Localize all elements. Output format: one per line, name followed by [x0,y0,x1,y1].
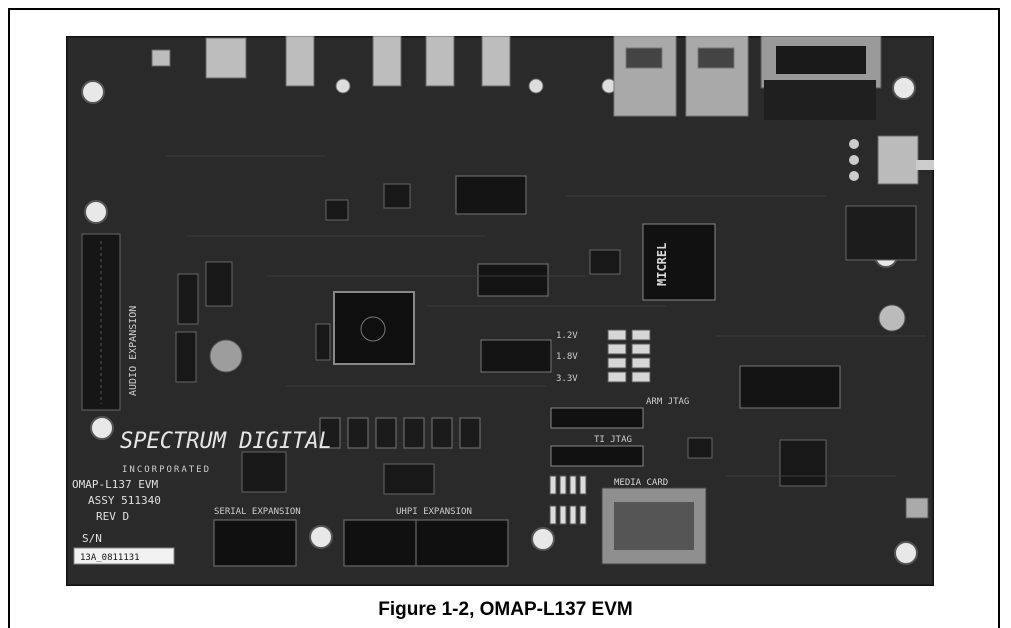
uhpi-expansion-label: UHPI EXPANSION [396,507,472,517]
dip-switches [549,475,587,525]
svg-text:SPECTRUM DIGITAL: SPECTRUM DIGITAL [120,429,332,454]
top-connectors [151,36,617,94]
model-label: OMAP-L137 EVM [72,478,158,491]
misc-ics [175,183,827,495]
figure-frame [8,8,1000,628]
electrolytic-capacitor [209,339,243,373]
v33-label: 3.3V [556,374,578,384]
ethernet-jacks [613,36,749,117]
power-jack [845,205,917,261]
pcb-traces [166,155,926,477]
audio-expansion-connector [81,233,121,411]
serial-expansion-label: SERIAL EXPANSION [214,507,301,517]
rev-label: REV D [96,510,129,523]
memory-chips [455,175,841,409]
mini-usb-connector [905,497,929,519]
resistor-arrays [319,417,481,449]
voltage-leds [607,329,651,383]
media-card-label: MEDIA CARD [614,478,668,488]
spectrum-digital-logo: SPECTRUM DIGITAL INCORPORATED [120,429,332,475]
v18-label: 1.8V [556,352,578,362]
pcb-board [66,36,934,586]
sn-value: 13A_0811131 [80,553,140,563]
omap-processor [333,291,415,365]
assy-label: ASSY 511340 [88,494,161,507]
jtag-headers [550,407,644,467]
ti-jtag-label: TI JTAG [594,435,632,445]
reset-button [878,304,906,332]
audio-expansion-label: AUDIO EXPANSION [128,306,139,396]
sn-label: S/N [82,532,102,545]
arm-jtag-label: ARM JTAG [646,397,689,407]
power-switch [849,135,934,185]
bottom-expansion-connectors [213,519,509,567]
board-silkscreen-info: OMAP-L137 EVM ASSY 511340 REV D S/N 13A_… [72,478,175,565]
db9-connector [760,36,882,120]
figure-caption: Figure 1-2, OMAP-L137 EVM [378,599,633,620]
micrel-label: MICREL [655,243,669,286]
media-card-slot [601,487,707,565]
v12-label: 1.2V [556,331,578,341]
micrel-chip [642,223,716,301]
evm-board-photo: AUDIO EXPANSION MICREL 1.2V 1.8V 3.3V [66,36,934,586]
svg-text:INCORPORATED: INCORPORATED [122,465,211,475]
